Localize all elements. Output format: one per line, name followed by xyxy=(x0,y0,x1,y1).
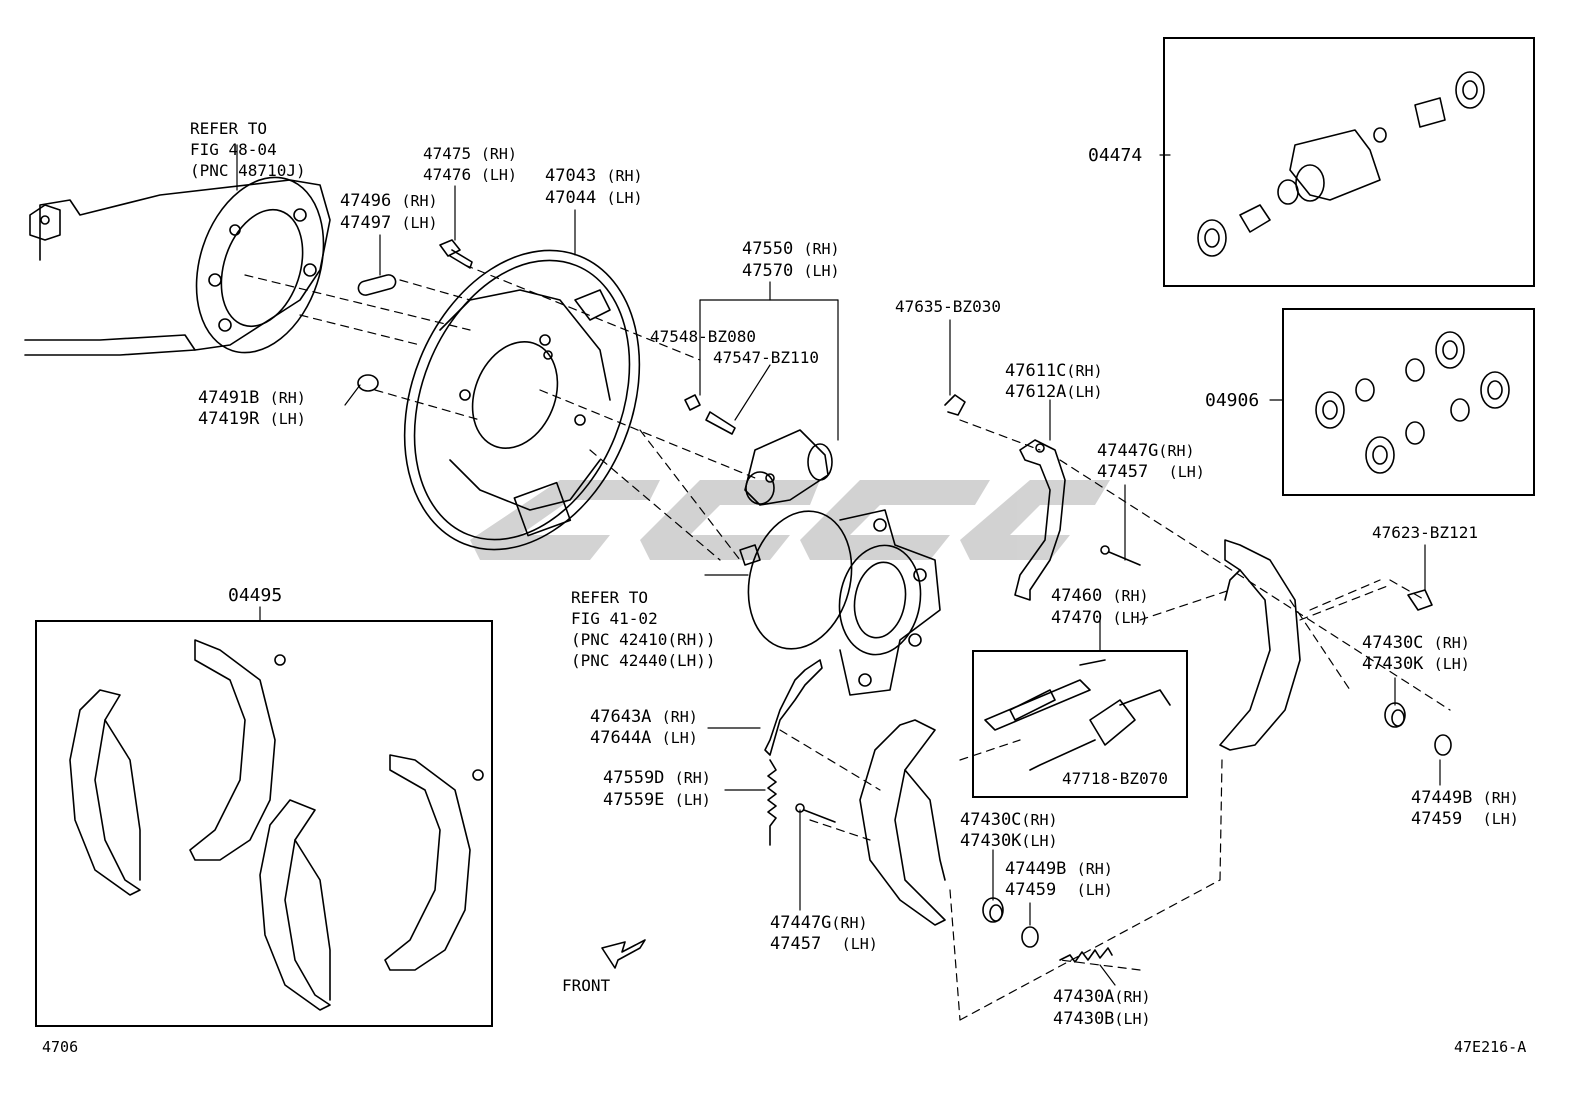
plug-47496 xyxy=(357,274,397,296)
part-label-47459-right[interactable]: 47459 (LH) xyxy=(1411,809,1519,829)
part-label-47475[interactable]: 47475 (RH) xyxy=(423,144,517,163)
strut-47611C xyxy=(1014,439,1066,601)
part-label-47430K-right[interactable]: 47430K (LH) xyxy=(1362,654,1470,674)
spring-cup-47430C-mid xyxy=(982,897,1004,923)
part-label-47547[interactable]: 47547-BZ110 xyxy=(713,348,819,367)
part-label-04906[interactable]: 04906 xyxy=(1205,390,1260,411)
part-label-47430B[interactable]: 47430B(LH) xyxy=(1053,1009,1151,1029)
part-label-47043[interactable]: 47043 (RH) xyxy=(545,166,643,186)
part-label-47559E[interactable]: 47559E (LH) xyxy=(603,790,711,810)
kit-box-04474 xyxy=(1163,37,1535,287)
part-label-47635[interactable]: 47635-BZ030 xyxy=(895,297,1001,316)
part-label-47470[interactable]: 47470 (LH) xyxy=(1051,608,1149,628)
backing-plate xyxy=(403,249,641,551)
lever-47643A xyxy=(764,659,823,756)
bolt-47475 xyxy=(439,239,473,269)
part-label-47430C-right[interactable]: 47430C (RH) xyxy=(1362,633,1470,653)
axle-housing xyxy=(24,176,331,356)
adjuster-assembly xyxy=(984,659,1171,771)
part-label-47550[interactable]: 47550 (RH) xyxy=(742,239,840,259)
pin-47623 xyxy=(1407,589,1433,611)
part-label-47459-mid[interactable]: 47459 (LH) xyxy=(1005,880,1113,900)
kit-box-04906 xyxy=(1282,308,1535,496)
part-label-47623[interactable]: 47623-BZ121 xyxy=(1372,523,1478,542)
spring-47559D xyxy=(767,759,777,846)
spring-cup-47430C-right xyxy=(1384,702,1406,728)
part-label-47644A[interactable]: 47644A (LH) xyxy=(590,728,698,748)
plug-47491B xyxy=(357,374,379,392)
cylinder-kit-04474 xyxy=(1197,71,1485,257)
part-label-47460[interactable]: 47460 (RH) xyxy=(1051,586,1149,606)
repair-kit-04906 xyxy=(1315,331,1510,474)
part-label-47559D[interactable]: 47559D (RH) xyxy=(603,768,711,788)
part-label-47044[interactable]: 47044 (LH) xyxy=(545,188,643,208)
washer-47449B-mid xyxy=(1021,926,1039,948)
part-label-47496[interactable]: 47496 (RH) xyxy=(340,191,438,211)
brake-shoe-right xyxy=(1219,539,1301,751)
part-label-47430K-mid[interactable]: 47430K(LH) xyxy=(960,831,1058,851)
part-label-47457-lower[interactable]: 47457 (LH) xyxy=(770,934,878,954)
part-label-47718[interactable]: 47718-BZ070 xyxy=(1062,769,1168,788)
shoe-kit-04495 xyxy=(69,639,484,1011)
pin-47447G-upper xyxy=(1100,545,1141,566)
part-label-47643A[interactable]: 47643A (RH) xyxy=(590,707,698,727)
wheel-cylinder xyxy=(684,394,833,506)
brake-shoe-center xyxy=(859,719,946,926)
washer-47449B-right xyxy=(1434,734,1452,756)
front-label: FRONT xyxy=(562,976,611,995)
part-label-47611C[interactable]: 47611C(RH) xyxy=(1005,361,1103,381)
part-label-47497[interactable]: 47497 (LH) xyxy=(340,213,438,233)
part-label-47447G-lower[interactable]: 47447G(RH) xyxy=(770,913,868,933)
clip-47635 xyxy=(944,394,966,416)
part-label-47449B-mid[interactable]: 47449B (RH) xyxy=(1005,859,1113,879)
part-label-47419R[interactable]: 47419R (LH) xyxy=(198,409,306,429)
part-label-47430A[interactable]: 47430A(RH) xyxy=(1053,987,1151,1007)
part-label-47612A[interactable]: 47612A(LH) xyxy=(1005,382,1103,402)
part-label-47457-upper[interactable]: 47457 (LH) xyxy=(1097,462,1205,482)
part-label-47447G-upper[interactable]: 47447G(RH) xyxy=(1097,441,1195,461)
part-label-47476[interactable]: 47476 (LH) xyxy=(423,165,517,184)
part-label-47548[interactable]: 47548-BZ080 xyxy=(650,327,756,346)
page-number: 4706 xyxy=(42,1038,79,1056)
kit-box-adjuster xyxy=(972,650,1188,798)
watermark xyxy=(470,480,1110,560)
part-label-47570[interactable]: 47570 (LH) xyxy=(742,261,840,281)
hub-bearing xyxy=(739,509,941,696)
diagram-id: 47E216-A xyxy=(1454,1038,1527,1056)
part-label-47491B[interactable]: 47491B (RH) xyxy=(198,388,306,408)
part-label-04495[interactable]: 04495 xyxy=(228,585,283,606)
leader-lines xyxy=(236,144,1441,986)
pin-47447G-lower xyxy=(795,803,836,823)
part-label-47430C-mid[interactable]: 47430C(RH) xyxy=(960,810,1058,830)
front-arrow-icon xyxy=(601,939,646,969)
part-label-47449B-right[interactable]: 47449B (RH) xyxy=(1411,788,1519,808)
part-label-04474[interactable]: 04474 xyxy=(1088,145,1143,166)
spring-47430A xyxy=(1059,947,1113,963)
kit-box-04495 xyxy=(35,620,493,1027)
